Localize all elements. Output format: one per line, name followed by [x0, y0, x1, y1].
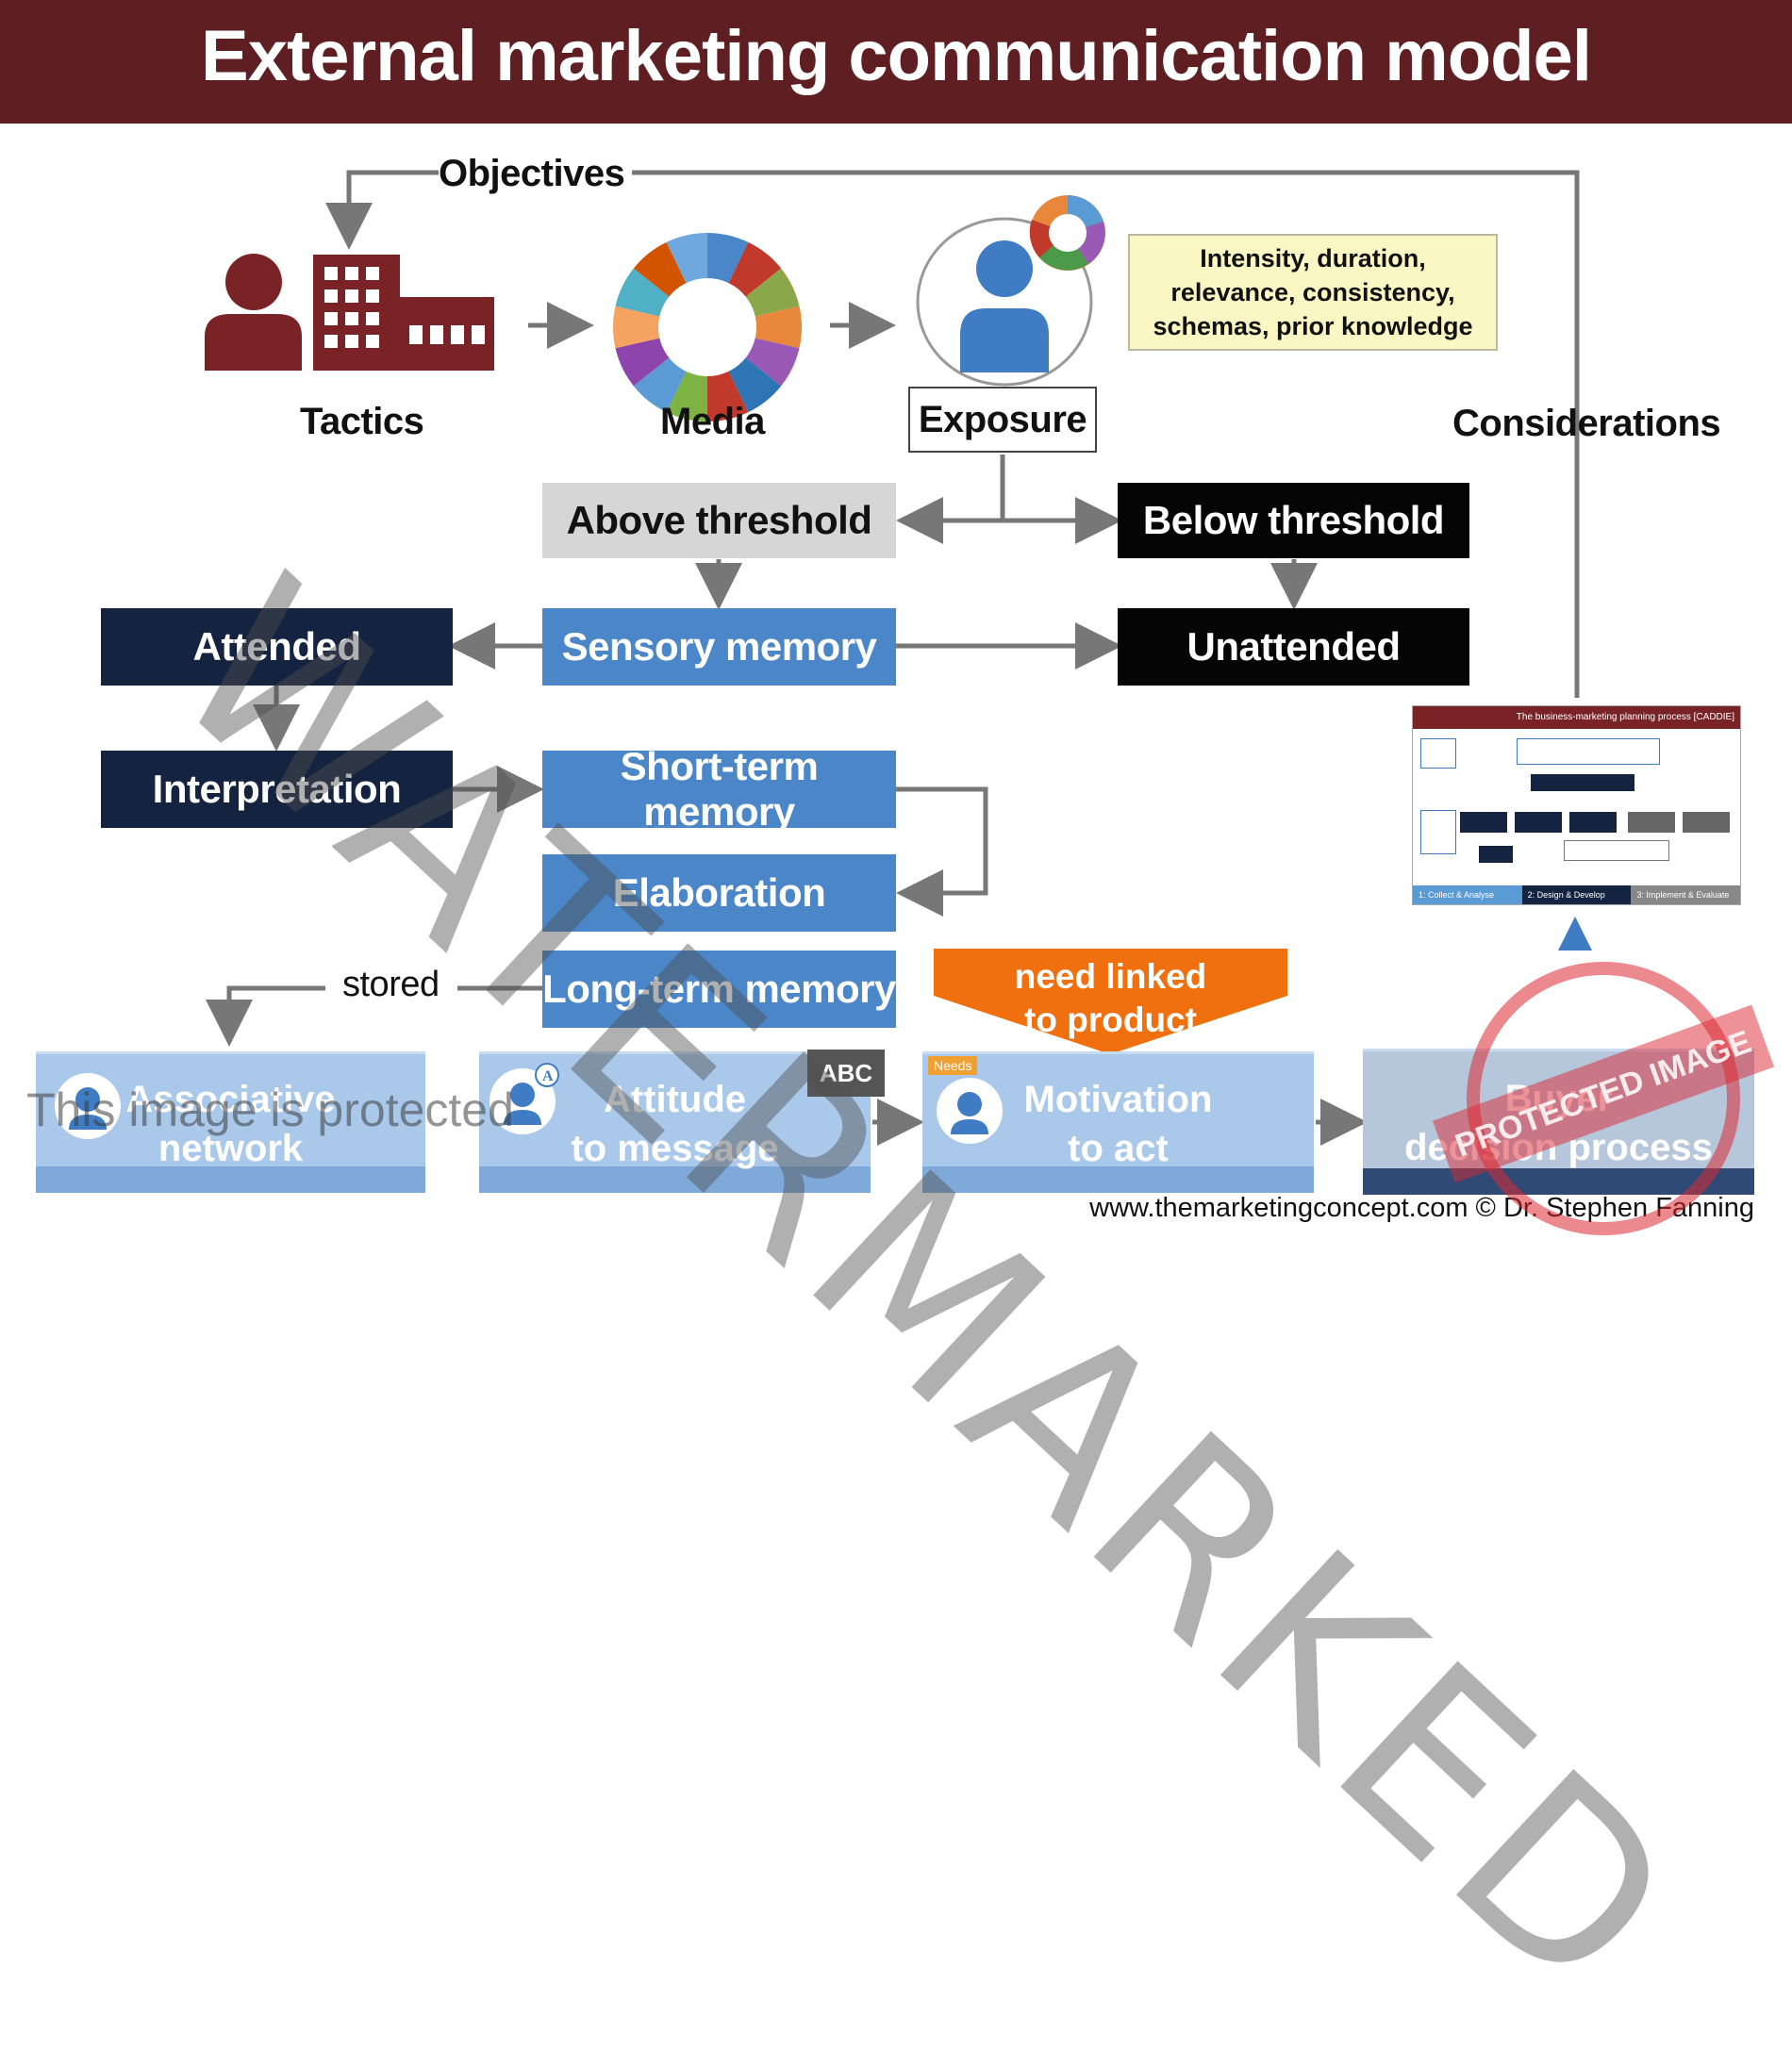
page-title: External marketing communication model [201, 16, 1592, 96]
attitude-box: A ABC Attitude to message [479, 1050, 885, 1193]
factors-note: Intensity, duration, relevance, consiste… [1128, 234, 1498, 351]
person-icon [55, 1073, 121, 1139]
person-building-icon [205, 254, 494, 371]
thumb-node [1531, 774, 1634, 791]
person-icon: A [489, 1063, 559, 1134]
thumb-node [1628, 812, 1675, 833]
tactics-label: Tactics [300, 401, 424, 442]
box-strip [922, 1166, 1314, 1193]
associative-line-1: Associative [125, 1078, 336, 1120]
stored-label: stored [342, 965, 440, 1004]
exposure-person-icon [916, 195, 1105, 387]
thumb-node [1460, 812, 1507, 833]
needs-tag: Needs [928, 1056, 978, 1075]
protected-notice: This image is protected [26, 1083, 514, 1136]
motivation-text: Motivation to act [1024, 1075, 1213, 1173]
box-strip [36, 1166, 425, 1193]
associative-line-2: network [158, 1127, 304, 1169]
thumb-node [1569, 812, 1617, 833]
up-arrow-icon [1558, 917, 1592, 951]
objectives-arrow [325, 170, 439, 250]
long-term-memory-box: Long-term memory [542, 951, 896, 1028]
considerations-label: Considerations [1452, 403, 1721, 444]
interpretation-box: Interpretation [101, 751, 453, 828]
person-icon [937, 1078, 1003, 1144]
thumb-node [1683, 812, 1730, 833]
media-donut-icon [613, 233, 802, 422]
abc-tag: ABC [807, 1050, 885, 1097]
attitude-text: Attitude to message [571, 1075, 778, 1173]
need-line-1: need linked [1014, 957, 1207, 996]
above-threshold-box: Above threshold [542, 483, 896, 558]
attended-box: Attended [101, 608, 453, 686]
sensory-memory-box: Sensory memory [542, 608, 896, 686]
thumb-step-2: 2: Design & Develop [1521, 885, 1632, 904]
below-threshold-box: Below threshold [1118, 483, 1469, 558]
planning-process-thumbnail: The business-marketing planning process … [1412, 705, 1741, 905]
media-label: Media [660, 401, 765, 442]
unattended-box: Unattended [1118, 608, 1469, 686]
motivation-box: Needs Motivation to act [922, 1051, 1314, 1193]
thumb-node [1420, 738, 1456, 769]
box-strip [479, 1166, 871, 1193]
need-banner-shape [934, 949, 1287, 1054]
thumb-step-3: 3: Implement & Evaluate [1631, 885, 1741, 904]
thumb-node [1479, 846, 1513, 863]
connectors [206, 170, 1580, 1146]
thumb-step-1: 1: Collect & Analyse [1413, 885, 1522, 904]
title-bar [0, 0, 1792, 124]
thumbnail-steps: 1: Collect & Analyse 2: Design & Develop… [1413, 885, 1741, 904]
thumb-node [1564, 840, 1669, 861]
stm-elaboration-arrow [896, 786, 988, 917]
svg-text:A: A [542, 1068, 554, 1084]
short-term-memory-box: Short-term memory [542, 744, 896, 834]
elaboration-box: Elaboration [542, 854, 896, 932]
need-line-2: to product [1024, 1000, 1197, 1039]
considerations-loop-line [632, 170, 1580, 698]
motivation-line-1: Motivation [1023, 1078, 1213, 1120]
attitude-line-1: Attitude [603, 1078, 747, 1120]
stored-associative-arrow [206, 985, 325, 1047]
thumb-node [1420, 810, 1456, 854]
motivation-line-2: to act [1068, 1127, 1169, 1169]
exposure-box: Exposure [908, 387, 1097, 453]
associative-network-box: Associative network [36, 1051, 425, 1193]
objectives-label: Objectives [439, 153, 625, 194]
need-banner: need linked to product [934, 955, 1287, 1042]
attitude-line-2: to message [571, 1127, 779, 1169]
thumb-node [1515, 812, 1562, 833]
associative-text: Associative network [125, 1075, 335, 1173]
thumbnail-title: The business-marketing planning process … [1413, 706, 1740, 729]
thumb-node [1517, 738, 1660, 765]
